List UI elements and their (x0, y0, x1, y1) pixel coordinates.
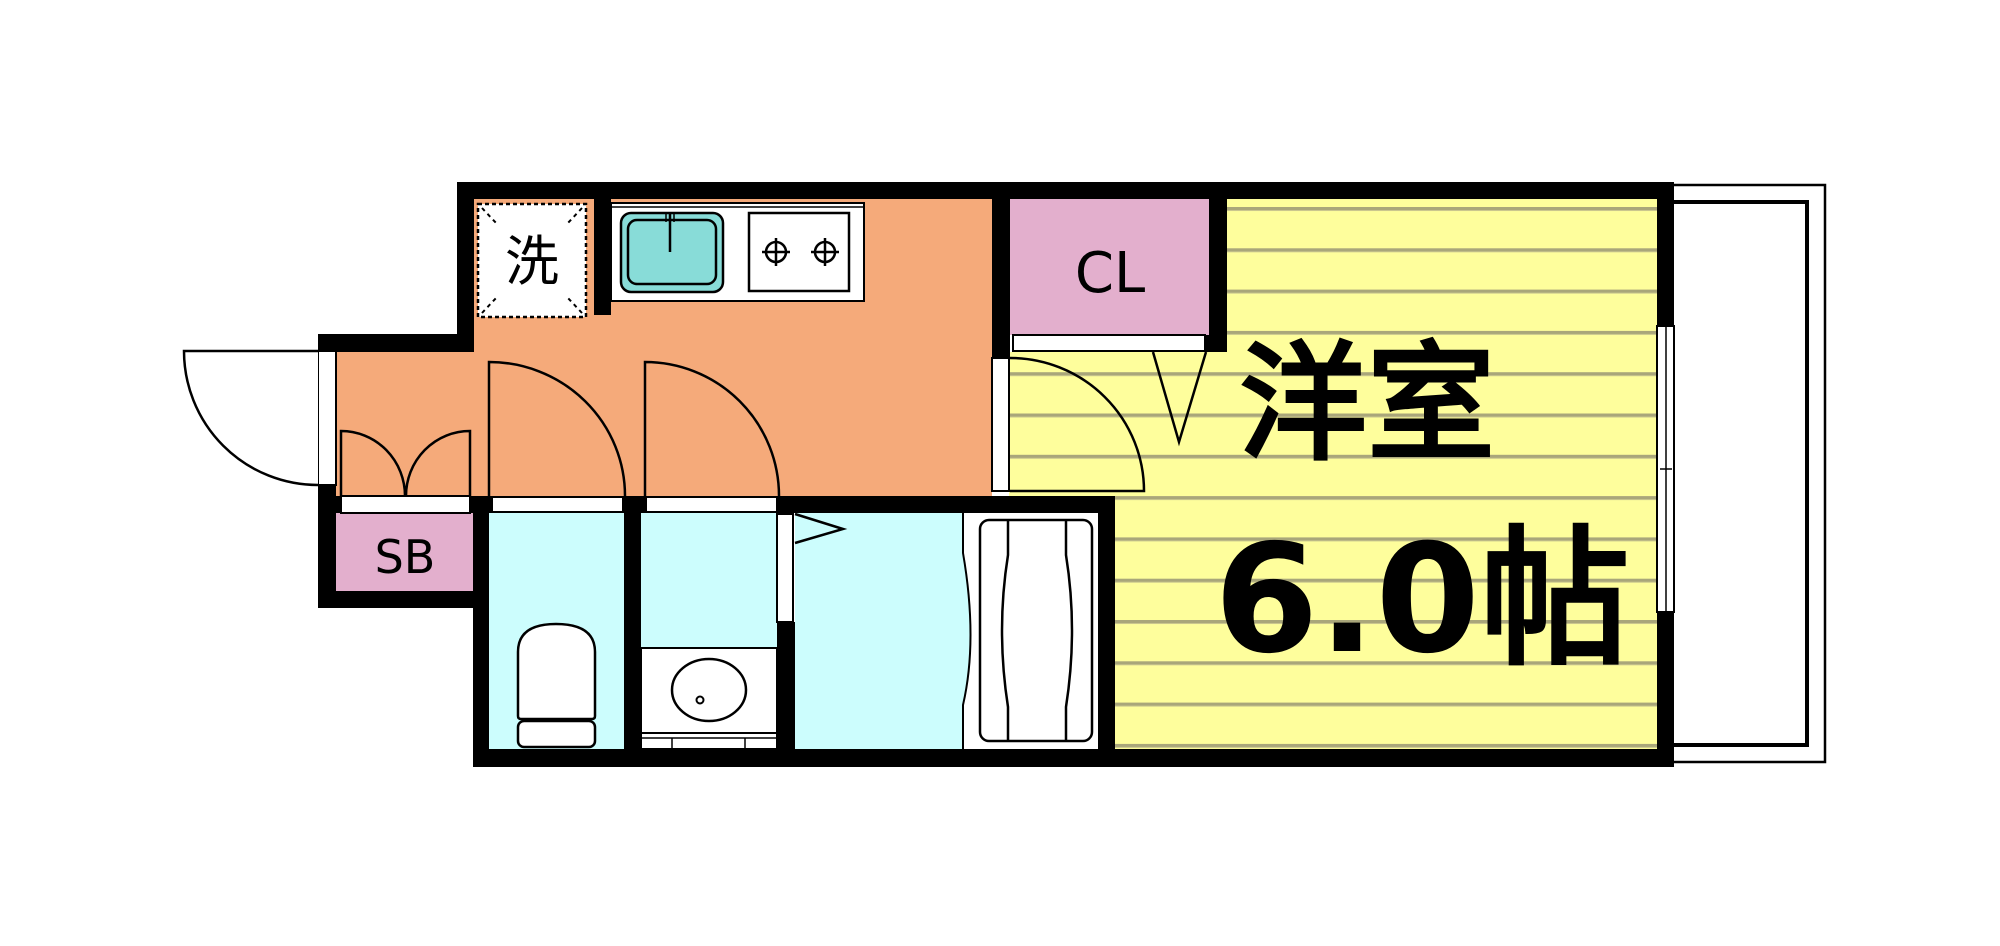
toilet-icon (516, 622, 597, 749)
entrance-door[interactable] (182, 349, 337, 487)
sink-icon (619, 211, 725, 294)
washing-machine-label: 洗 (505, 230, 559, 293)
room-size-label: 6.0帖 (1214, 513, 1630, 687)
burner-icon (762, 238, 790, 266)
wash-basin-icon (640, 647, 778, 750)
western-room-floor (1009, 199, 1657, 750)
washing-machine-space: 洗 (476, 202, 588, 319)
closet-label: CL (1075, 241, 1145, 306)
room-name-label: 洋室 (1239, 330, 1495, 479)
western-room-door[interactable] (991, 356, 1146, 493)
stove-icon (747, 211, 851, 293)
bathtub-icon (962, 512, 1098, 750)
balcony (1674, 183, 1827, 764)
walls (318, 182, 1674, 767)
burner-icon (811, 238, 839, 266)
kitchen-counter (610, 202, 865, 302)
balcony-window[interactable] (1656, 325, 1675, 613)
shoe-box-floor (336, 513, 473, 591)
shoe-box-label: SB (375, 530, 436, 584)
closet-floor (1010, 199, 1209, 335)
